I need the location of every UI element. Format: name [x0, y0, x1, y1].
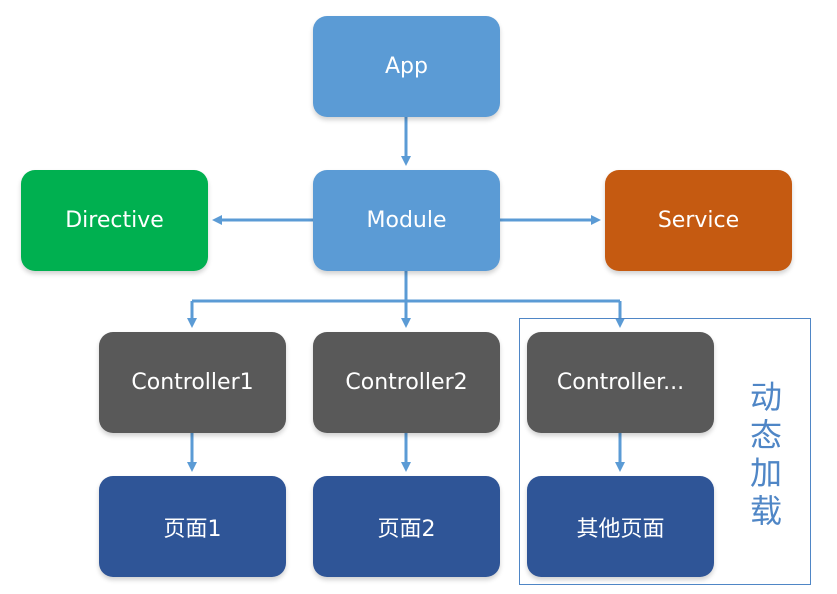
page1-node: 页面1	[99, 476, 286, 577]
page2-node-label: 页面2	[377, 516, 436, 542]
page-other-node: 其他页面	[527, 476, 714, 577]
controller-more-node-label: Controller...	[556, 370, 685, 395]
page2-node: 页面2	[313, 476, 500, 577]
controller2-node: Controller2	[313, 332, 500, 433]
service-node: Service	[605, 170, 792, 271]
controller1-node-label: Controller1	[131, 370, 254, 395]
app-node: App	[313, 16, 500, 117]
controller1-node: Controller1	[99, 332, 286, 433]
page-other-node-label: 其他页面	[576, 516, 665, 542]
app-node-label: App	[385, 54, 428, 79]
directive-node: Directive	[21, 170, 208, 271]
controller2-node-label: Controller2	[345, 370, 468, 395]
service-node-label: Service	[657, 208, 740, 233]
controller-more-node: Controller...	[527, 332, 714, 433]
dynamic-loading-label: 动态加载	[749, 378, 782, 530]
directive-node-label: Directive	[65, 208, 164, 233]
dynamic-loading-frame	[519, 318, 811, 585]
module-node: Module	[313, 170, 500, 271]
module-node-label: Module	[366, 208, 447, 233]
page1-node-label: 页面1	[163, 516, 222, 542]
